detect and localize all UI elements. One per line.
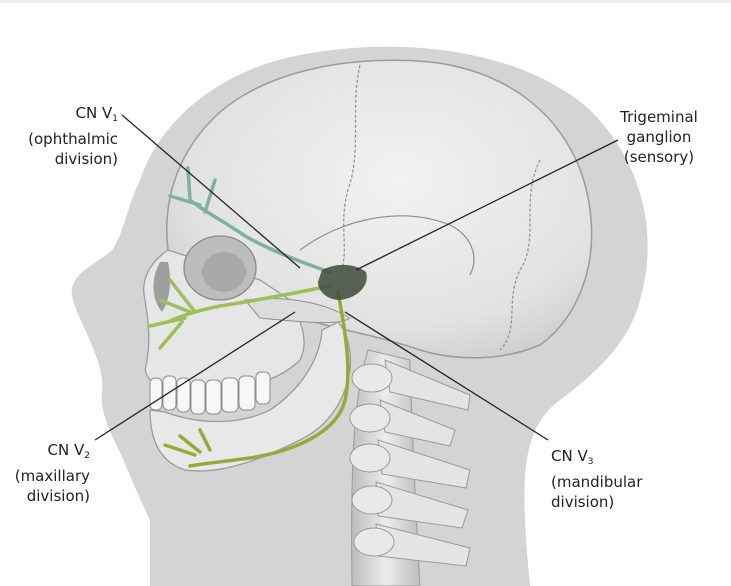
label-cn-v2-prefix: CN V — [48, 441, 85, 459]
label-cn-v2-line2: (maxillary — [4, 466, 90, 486]
label-cn-v1: CN V1 (ophthalmic division) — [18, 103, 118, 169]
label-ganglion-line2: ganglion — [604, 127, 714, 147]
label-cn-v3-sub: 3 — [588, 457, 594, 467]
label-cn-v2-sub: 2 — [84, 451, 90, 461]
label-cn-v1-prefix: CN V — [76, 104, 113, 122]
label-ganglion-line3: (sensory) — [604, 147, 714, 167]
label-trigeminal-ganglion: Trigeminal ganglion (sensory) — [604, 107, 714, 167]
label-cn-v3-line3: division) — [551, 492, 661, 512]
label-cn-v1-line2: (ophthalmic — [18, 129, 118, 149]
label-cn-v2: CN V2 (maxillary division) — [4, 440, 90, 506]
label-cn-v2-line3: division) — [4, 486, 90, 506]
label-cn-v1-line3: division) — [18, 149, 118, 169]
label-cn-v3-line2: (mandibular — [551, 472, 661, 492]
label-ganglion-line1: Trigeminal — [604, 107, 714, 127]
label-cn-v3-prefix: CN V — [551, 447, 588, 465]
label-cn-v1-sub: 1 — [112, 114, 118, 124]
label-cn-v3: CN V3 (mandibular division) — [551, 446, 661, 512]
